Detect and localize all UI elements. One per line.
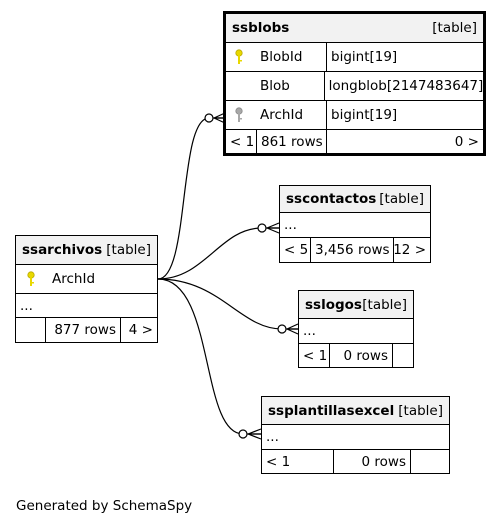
row-count: 0 rows (334, 450, 411, 473)
table-name: sslogos (305, 296, 362, 313)
children-count[interactable]: 4 > (128, 322, 153, 338)
column-row: ArchId bigint[19] (226, 101, 483, 130)
relationship-line-sscontactos (157, 227, 279, 280)
column-name-cell: BlobId (226, 43, 327, 71)
table-header: ssblobs [table] (226, 14, 483, 43)
table-name: ssblobs (232, 20, 290, 36)
table-footer: 877 rows 4 > (16, 318, 157, 342)
children-count (393, 344, 413, 367)
table-type: [table] (379, 191, 424, 207)
foreign-key-icon (234, 101, 246, 129)
column-row: BlobId bigint[19] (226, 43, 483, 72)
crowfoot-sscontactos (266, 222, 280, 234)
table-name: ssplantillasexcel (268, 402, 395, 419)
more-columns: ... (20, 297, 33, 314)
table-sscontactos[interactable]: sscontactos [table] ... < 5 3,456 rows 1… (279, 185, 431, 263)
table-type: [table] (398, 402, 443, 419)
column-name: Blob (260, 78, 290, 94)
column-ellipsis-row: ... (299, 319, 413, 344)
table-ssplantillasexcel[interactable]: ssplantillasexcel [table] ... < 1 0 rows (261, 396, 450, 474)
row-count: 0 rows (330, 344, 393, 367)
more-columns: ... (266, 429, 279, 445)
parents-count[interactable]: < 1 (226, 130, 257, 153)
relationship-line-ssplantillasexcel (157, 278, 261, 435)
column-row: ArchId (16, 265, 157, 294)
crowfoot-sslogos (286, 323, 299, 335)
more-columns: ... (284, 217, 297, 233)
parents-count[interactable]: < 1 (299, 344, 330, 367)
parents-count[interactable]: < 5 (280, 238, 311, 262)
relationship-line-sslogos (157, 278, 298, 330)
column-ellipsis-row: ... (262, 425, 449, 450)
table-type: [table] (432, 20, 477, 36)
table-footer: < 1 0 rows (262, 450, 449, 473)
primary-key-icon (234, 43, 246, 71)
parents-count (16, 318, 46, 342)
children-count[interactable]: 0 > (454, 133, 479, 150)
table-sslogos[interactable]: sslogos [table] ... < 1 0 rows (298, 290, 414, 368)
table-header: ssarchivos [table] (16, 236, 157, 265)
table-header: sslogos [table] (299, 291, 413, 319)
column-name-cell: Blob (226, 72, 325, 100)
column-name: BlobId (260, 49, 303, 65)
table-header: ssplantillasexcel [table] (262, 397, 449, 425)
relationship-end-sslogos (277, 324, 287, 334)
column-type: bigint[19] (331, 49, 398, 65)
crowfoot-ssplantillasexcel (247, 428, 262, 440)
relationship-end-ssblobs (204, 113, 214, 123)
table-type: [table] (106, 242, 151, 258)
table-ssblobs[interactable]: ssblobs [table] BlobId bigint[19] Blob l… (223, 11, 486, 156)
relationship-line-ssblobs (157, 117, 225, 280)
parents-count[interactable]: < 1 (262, 450, 334, 473)
more-columns: ... (303, 323, 316, 339)
column-name-cell: ArchId (226, 101, 327, 129)
table-footer: < 5 3,456 rows 12 > (280, 238, 430, 262)
column-ellipsis-row: ... (16, 294, 157, 318)
table-ssarchivos[interactable]: ssarchivos [table] ArchId ... 877 rows 4… (15, 235, 158, 343)
table-name: ssarchivos (22, 242, 103, 258)
column-name: ArchId (260, 107, 304, 123)
children-count[interactable]: 12 > (394, 242, 426, 258)
table-name: sscontactos (286, 191, 377, 207)
column-name-cell: ArchId (16, 265, 157, 293)
row-count: 877 rows (46, 318, 121, 342)
column-type: longblob[2147483647] (328, 78, 483, 94)
column-name: ArchId (52, 271, 96, 287)
primary-key-icon (26, 265, 38, 293)
column-ellipsis-row: ... (280, 213, 430, 238)
table-footer: < 1 0 rows (299, 344, 413, 367)
column-type: bigint[19] (331, 107, 398, 123)
row-count: 861 rows (257, 130, 327, 153)
relationship-end-sscontactos (257, 223, 267, 233)
generated-by-label: Generated by SchemaSpy (16, 498, 193, 514)
children-count (411, 450, 449, 473)
table-type: [table] (362, 296, 407, 313)
relationship-end-ssplantillasexcel (238, 429, 248, 439)
column-row: Blob longblob[2147483647] (226, 72, 483, 101)
row-count: 3,456 rows (311, 238, 394, 262)
table-footer: < 1 861 rows 0 > (226, 130, 483, 153)
table-header: sscontactos [table] (280, 186, 430, 213)
